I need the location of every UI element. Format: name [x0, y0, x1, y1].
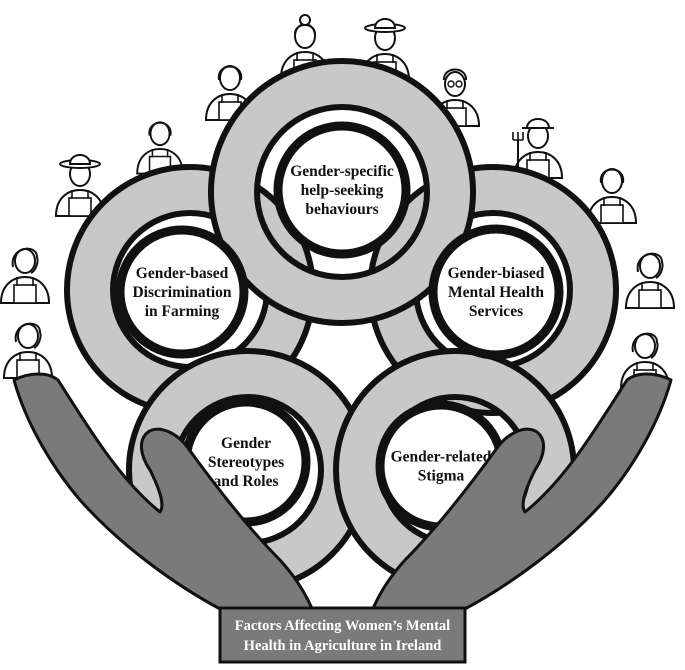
right-hand-icon: [365, 372, 673, 627]
factor-label-line: Services: [469, 303, 523, 320]
factor-label-line: behaviours: [305, 201, 378, 218]
farmer-woman-icon: [624, 252, 676, 309]
factor-label-line: Discrimination: [132, 284, 231, 301]
factor-label-line: Gender-biased: [448, 265, 545, 282]
factor-label-line: Gender: [221, 435, 271, 452]
caption-line: Factors Affecting Women’s Mental: [235, 618, 450, 634]
factor-label-line: Gender-based: [136, 265, 229, 282]
ring-band-4: [214, 64, 470, 320]
caption-line: Health in Agriculture in Ireland: [244, 638, 442, 654]
factor-label-line: in Farming: [145, 303, 220, 320]
farmer-hat-icon: [54, 154, 106, 217]
factor-label-line: Gender-related: [391, 449, 492, 466]
caption-background: [218, 606, 467, 664]
factor-label-line: Mental Health: [448, 284, 544, 301]
factor-label-line: Stereotypes: [208, 454, 284, 471]
farmer-side-icon: [586, 168, 638, 224]
factor-help-seeking: Gender-specific help-seeking behaviours: [273, 121, 411, 259]
factor-label-line: Gender-specific: [290, 163, 394, 180]
factor-circle: [428, 224, 564, 360]
left-hand-icon: [12, 372, 320, 627]
factor-circles: Gender-specifichelp-seekingbehavioursGen…: [115, 121, 564, 532]
factor-label-line: Stigma: [418, 468, 465, 485]
cupped-hands: [12, 372, 673, 627]
farmer-sunhat-icon: [2, 322, 54, 379]
factor-circle: [115, 225, 249, 359]
factor-circle: [273, 121, 411, 259]
factor-label-line: help-seeking: [301, 182, 384, 199]
factor-label-line: and Roles: [213, 473, 278, 490]
farmer-icon: [0, 247, 51, 304]
